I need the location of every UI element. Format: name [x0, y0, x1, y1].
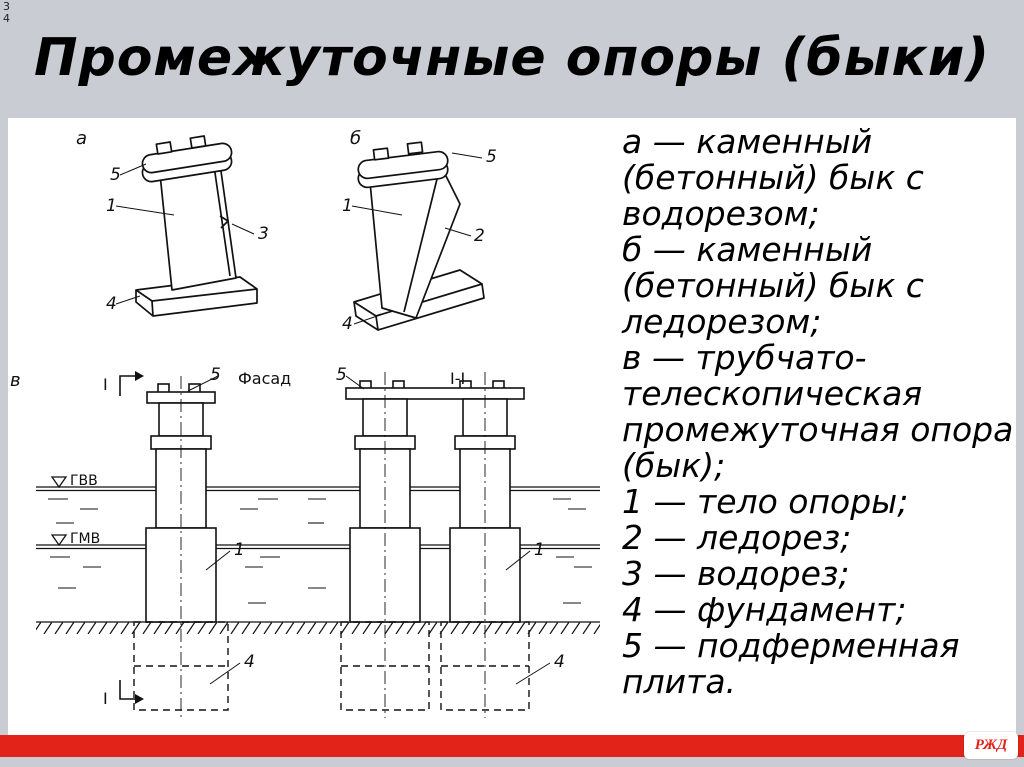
- callout-leaders: [115, 152, 551, 685]
- slide-content: ГВВ ГМВ I I: [8, 118, 1016, 735]
- legend-entry: 2 — ледорез;: [622, 518, 852, 557]
- legend-entry: б — каменный (бетонный) бык с ледорезом;: [622, 230, 924, 341]
- pier-a-drawing: [135, 135, 258, 317]
- section-cut-label-top: I: [103, 375, 108, 394]
- callout-4: 4: [554, 652, 565, 672]
- legend-entry: 3 — водорез;: [622, 554, 850, 593]
- facade-elevation: [145, 383, 217, 623]
- legend: а — каменный (бетонный) бык с водорезом;…: [608, 118, 1016, 735]
- section-cut-markers: [119, 371, 144, 704]
- slide-number: 3: [3, 0, 10, 13]
- legend-entry: 5 — подферменная плита.: [622, 626, 960, 701]
- water-level-gmv: ГМВ: [70, 531, 100, 547]
- callout-5: 5: [110, 165, 121, 185]
- callout-2: 2: [474, 226, 485, 246]
- pier-b-drawing: [353, 141, 485, 331]
- callout-3: 3: [258, 224, 269, 244]
- callout-1: 1: [106, 196, 117, 216]
- facade-label: Фасад: [238, 369, 291, 388]
- footer-bar: РЖД: [0, 732, 1024, 759]
- water-ripples: [48, 498, 592, 604]
- callout-5: 5: [486, 147, 497, 167]
- slide-numbers: 3 4: [3, 1, 10, 25]
- callout-5: 5: [210, 365, 221, 385]
- callout-1: 1: [234, 540, 245, 560]
- section-cut-label-bottom: I: [103, 689, 108, 708]
- slide-title: Промежуточные опоры (быки): [33, 28, 991, 88]
- center-lines: [180, 372, 486, 718]
- water-level-symbols: [50, 476, 68, 547]
- water-level-gvv: ГВВ: [70, 473, 98, 489]
- foundation-outlines: [133, 621, 530, 711]
- legend-entry: 1 — тело опоры;: [622, 482, 909, 521]
- section-label: I-I: [450, 369, 465, 388]
- pier-technical-drawing: ГВВ ГМВ I I: [10, 128, 600, 718]
- view-label-b: б: [350, 128, 361, 149]
- callout-1: 1: [342, 196, 353, 216]
- legend-entry: а — каменный (бетонный) бык с водорезом;: [622, 122, 924, 233]
- rzd-logo: РЖД: [964, 732, 1018, 759]
- section-elevation: [345, 380, 525, 623]
- callout-5: 5: [336, 365, 347, 385]
- slide-number: 4: [3, 12, 10, 25]
- callout-1: 1: [534, 540, 545, 560]
- pier-diagram: ГВВ ГМВ I I: [8, 118, 608, 735]
- legend-entry: в — трубчато-телескопическая промежуточн…: [622, 338, 1014, 485]
- rzd-logo-text: РЖД: [974, 737, 1008, 753]
- ground-hatching: [36, 622, 600, 634]
- view-label-a: а: [76, 128, 87, 149]
- view-label-v: в: [10, 370, 21, 391]
- legend-entry: 4 — фундамент;: [622, 590, 907, 629]
- callout-4: 4: [244, 652, 255, 672]
- callout-4: 4: [342, 314, 353, 334]
- callout-4: 4: [106, 294, 117, 314]
